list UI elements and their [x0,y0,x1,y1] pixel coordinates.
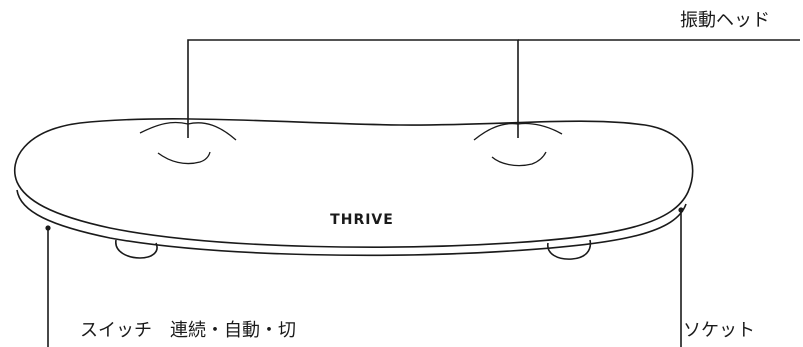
socket-callout [678,207,684,347]
right-foot [547,239,592,260]
switch-callout [45,225,51,347]
socket-label: ソケット [683,320,755,341]
device-body-top [13,118,694,248]
vibration-head-callout-lines [187,39,800,138]
device-body-edge [16,189,687,257]
vibration-head-label: 振動ヘッド [680,10,770,31]
device-logo: THRIVE [330,212,394,228]
right-vibration-head-mark [473,122,563,167]
switch-label: スイッチ 連続・自動・切 [80,320,296,341]
left-foot [115,239,158,259]
left-vibration-head-mark [139,121,237,165]
